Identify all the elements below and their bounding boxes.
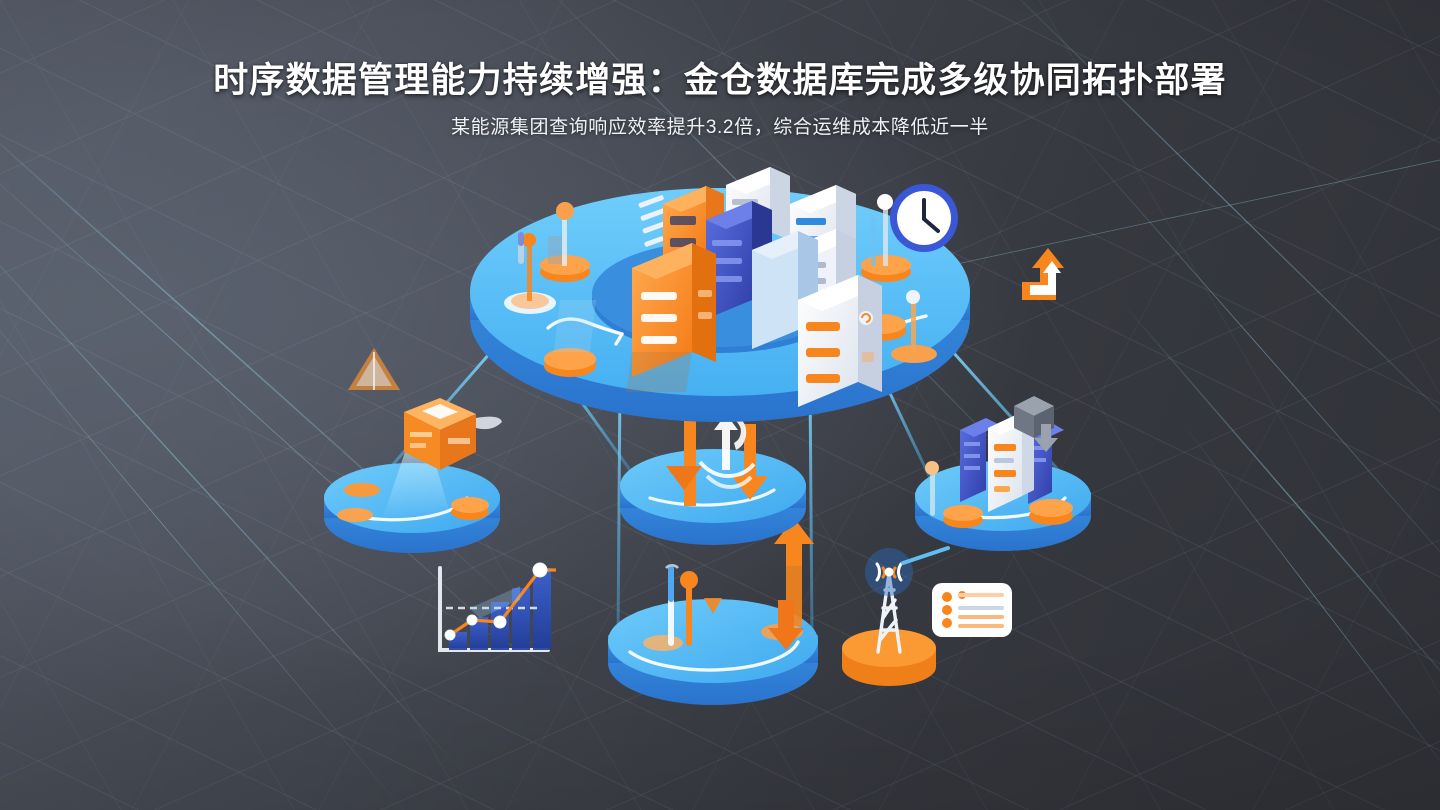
data-package-cube bbox=[404, 398, 502, 470]
node-bottom[interactable] bbox=[608, 518, 818, 705]
server-rack-cluster bbox=[632, 167, 882, 407]
node-center[interactable] bbox=[620, 394, 806, 545]
page-title: 时序数据管理能力持续增强：金仓数据库完成多级协同拓扑部署 bbox=[213, 61, 1227, 100]
curved-up-arrow-icon bbox=[1022, 248, 1064, 300]
warning-triangle-icon bbox=[348, 348, 400, 390]
data-swirl-icon bbox=[698, 414, 756, 490]
deck-reflections bbox=[554, 300, 692, 392]
probe-rods bbox=[665, 564, 698, 646]
sync-arrows bbox=[666, 394, 768, 506]
page-subtitle: 某能源集团查询响应效率提升3.2倍，综合运维成本降低近一半 bbox=[451, 117, 989, 138]
throughput-arrow-up bbox=[768, 518, 814, 650]
node-left[interactable] bbox=[324, 348, 502, 553]
cube-download-icon bbox=[1014, 396, 1058, 452]
node-right[interactable] bbox=[915, 396, 1091, 551]
trend-chart-icon[interactable] bbox=[438, 562, 556, 652]
checklist-card-icon bbox=[932, 583, 1012, 637]
signal-tower-icon bbox=[842, 546, 950, 686]
main-hub-platform[interactable] bbox=[470, 167, 970, 422]
clock-icon bbox=[890, 184, 958, 252]
